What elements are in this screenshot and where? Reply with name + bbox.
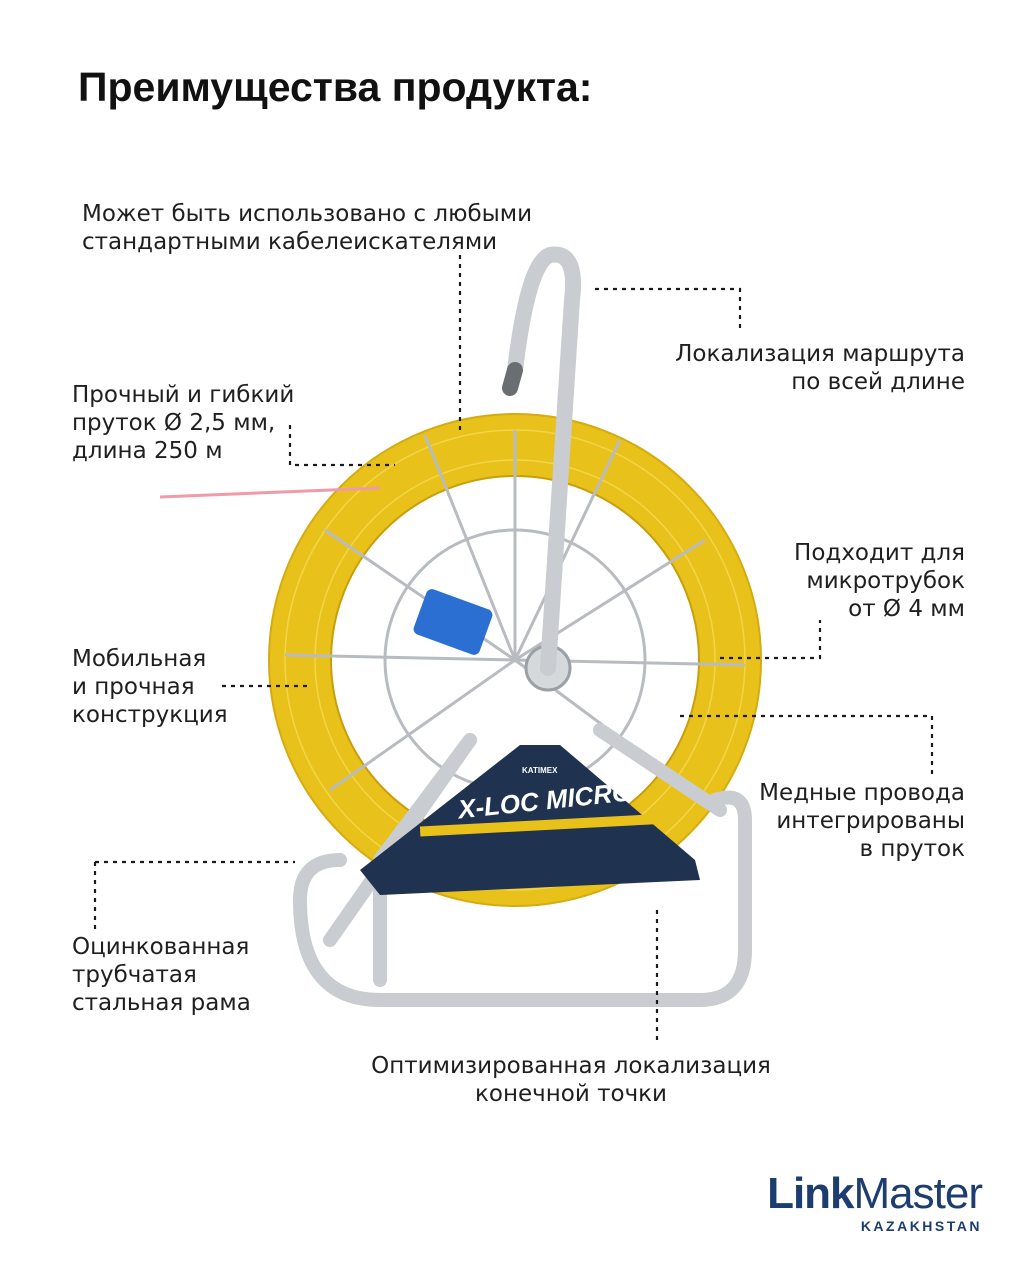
callout-endpoint: Оптимизированная локализация конечной то…: [371, 1053, 771, 1107]
page-title: Преимущества продукта:: [78, 64, 593, 110]
leader-lines: [93, 255, 934, 1040]
logo-sub: KAZAKHSTAN: [860, 1218, 982, 1234]
callout-rod: Прочный и гибкий пруток Ø 2,5 мм, длина …: [72, 382, 295, 464]
callout-frame: Оцинкованная трубчатая стальная рама: [72, 934, 251, 1016]
logo-regular: Master: [853, 1169, 983, 1218]
callout-route: Локализация маршрута по всей длине: [675, 341, 965, 395]
steel-frame: [293, 723, 752, 1007]
linkmaster-logo: LinkMaster KAZAKHSTAN: [767, 1169, 983, 1235]
brand-text: KATIMEX: [522, 766, 558, 775]
callout-locators: Может быть использовано с любыми стандар…: [82, 201, 533, 255]
callout-microducts: Подходит для микротрубок от Ø 4 мм: [794, 540, 965, 622]
callout-copper: Медные провода интегрированы в пруток: [759, 780, 965, 862]
logo-bold: Link: [767, 1169, 854, 1218]
callout-mobile: Мобильная и прочная конструкция: [72, 646, 228, 728]
